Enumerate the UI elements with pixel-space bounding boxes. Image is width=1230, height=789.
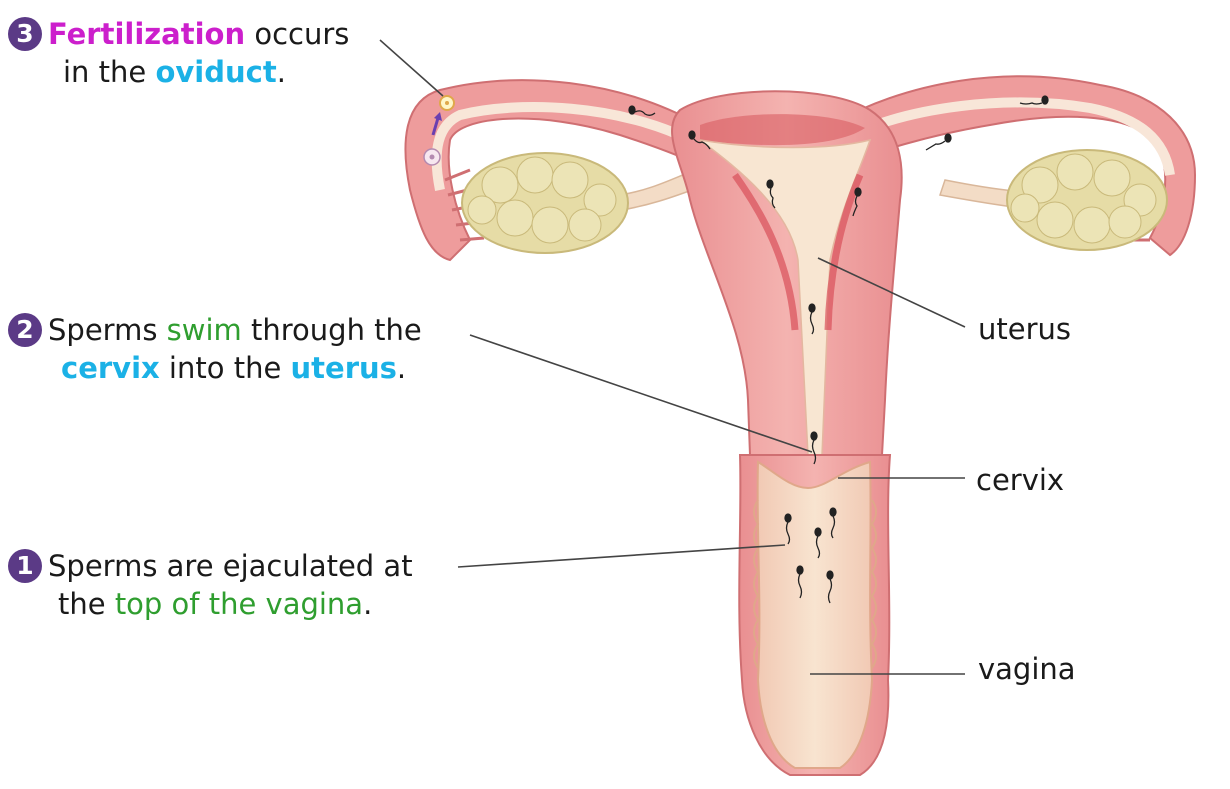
label-vagina: vagina: [978, 652, 1076, 686]
step-number-badge: 2: [8, 313, 42, 347]
leader-step2: [469, 334, 813, 453]
term-cervix: cervix: [61, 351, 160, 385]
label-cervix: cervix: [976, 463, 1065, 497]
left-oviduct: [404, 79, 712, 262]
leader-step1: [457, 544, 786, 568]
term-swim: swim: [166, 313, 242, 347]
label-uterus: uterus: [978, 312, 1072, 346]
term-top-of-vagina: top of the vagina: [114, 587, 364, 621]
step-number-badge: 3: [8, 17, 42, 51]
left-ovary: [461, 152, 629, 254]
term-oviduct: oviduct: [155, 55, 277, 89]
right-ovary: [1006, 149, 1168, 251]
step-number-badge: 1: [8, 549, 42, 583]
term-fertilization: Fertilization: [48, 17, 246, 51]
uterus-body: [671, 90, 903, 456]
leader-fertilization: [379, 39, 444, 97]
vagina-body: [738, 454, 892, 776]
leader-uterus: [817, 257, 966, 328]
egg-cells: [423, 95, 455, 166]
sperm-cells: [628, 95, 1049, 604]
term-uterus: uterus: [290, 351, 397, 385]
left-ovarian-ligament: [619, 170, 693, 211]
leader-lines: [379, 39, 966, 675]
